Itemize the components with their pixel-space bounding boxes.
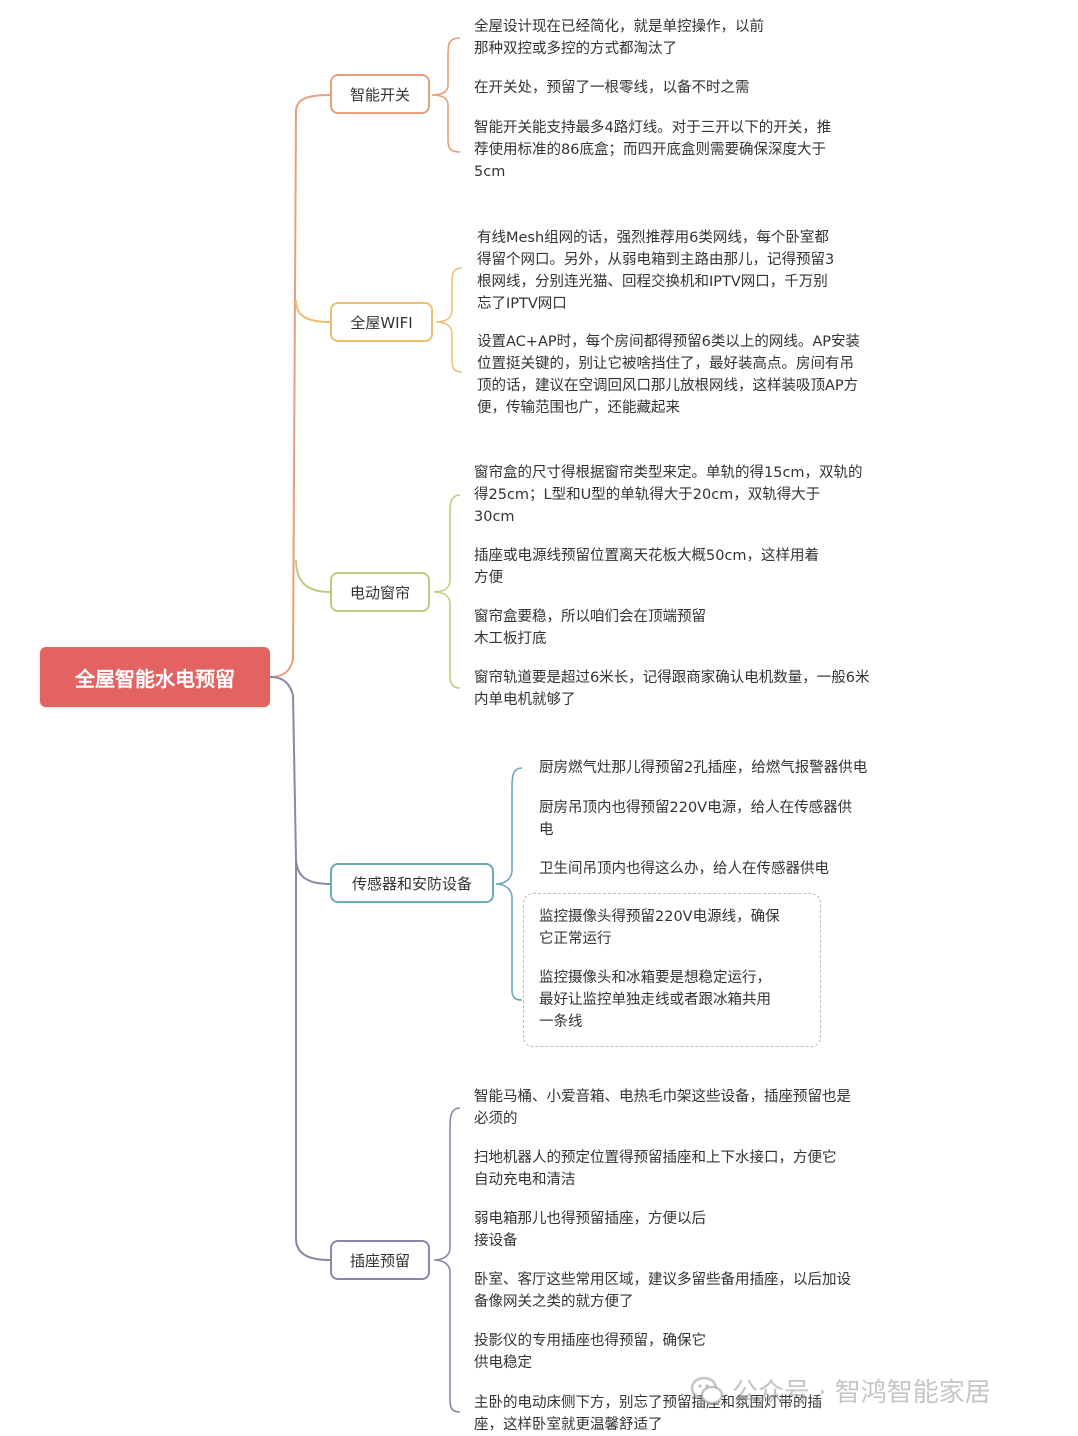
connector-wifi bbox=[295, 299, 331, 323]
bracket-socket bbox=[433, 1107, 461, 1413]
connector-socket bbox=[295, 860, 331, 1261]
leaf-socket-1: 智能马桶、小爱音箱、电热毛巾架这些设备，插座预留也是 必须的 bbox=[474, 1089, 851, 1127]
leaf-curtain-2: 插座或电源线预留位置离天花板大概50cm，这样用着 方便 bbox=[474, 548, 820, 586]
branch-whole-house-wifi[interactable]: 全屋WIFI bbox=[330, 302, 433, 342]
leaf-curtain-4: 窗帘轨道要是超过6米长，记得跟商家确认电机数量，一般6米 内单电机就够了 bbox=[474, 670, 870, 708]
wechat-icon bbox=[690, 1376, 724, 1404]
connector-curtain bbox=[295, 559, 331, 593]
leaf-curtain-3: 窗帘盒要稳，所以咱们会在顶端预留 木工板打底 bbox=[474, 609, 706, 647]
branch-electric-curtain[interactable]: 电动窗帘 bbox=[330, 572, 430, 612]
leaf-socket-2: 扫地机器人的预定位置得预留插座和上下水接口，方便它 自动充电和清洁 bbox=[474, 1150, 837, 1188]
root-node[interactable]: 全屋智能水电预留 bbox=[40, 647, 270, 707]
leaf-sensor-2: 厨房吊顶内也得预留220V电源，给人在传感器供 电 bbox=[539, 800, 853, 838]
connector-sensor bbox=[269, 676, 331, 885]
leaf-switch-1: 全屋设计现在已经简化，就是单控操作，以前 那种双控或多控的方式都淘汰了 bbox=[474, 19, 764, 57]
watermark-text: 公众号 · 智鸿智能家居 bbox=[732, 1378, 991, 1408]
leaf-socket-6: 主卧的电动床侧下方，别忘了预留插座和氛围灯带的插 座，这样卧室就更温馨舒适了 bbox=[474, 1395, 822, 1433]
leaf-sensor-4: 监控摄像头得预留220V电源线，确保 它正常运行 bbox=[539, 909, 780, 947]
bracket-smart-switch bbox=[431, 37, 461, 153]
leaf-socket-4: 卧室、客厅这些常用区域，建议多留些备用插座，以后加设 备像网关之类的就方便了 bbox=[474, 1272, 851, 1310]
leaf-curtain-1: 窗帘盒的尺寸得根据窗帘类型来定。单轨的得15cm，双轨的 得25cm；L型和U型… bbox=[474, 465, 863, 525]
leaf-socket-5: 投影仪的专用插座也得预留，确保它 供电稳定 bbox=[474, 1333, 706, 1371]
leaf-switch-2: 在开关处，预留了一根零线，以备不时之需 bbox=[474, 80, 750, 96]
branch-socket-reservation[interactable]: 插座预留 bbox=[330, 1240, 430, 1280]
leaf-sensor-1: 厨房燃气灶那儿得预留2孔插座，给燃气报警器供电 bbox=[539, 760, 868, 776]
leaf-socket-3: 弱电箱那儿也得预留插座，方便以后 接设备 bbox=[474, 1211, 706, 1249]
bracket-wifi bbox=[435, 267, 463, 373]
branch-sensors-security[interactable]: 传感器和安防设备 bbox=[330, 863, 494, 903]
bracket-curtain bbox=[433, 494, 461, 689]
watermark: 公众号 · 智鸿智能家居 bbox=[690, 1372, 991, 1409]
leaf-switch-3: 智能开关能支持最多4路灯线。对于三开以下的开关，推 荐使用标准的86底盒；而四开… bbox=[474, 120, 832, 180]
bracket-sensor bbox=[495, 767, 523, 1001]
camera-group-box bbox=[523, 893, 821, 1047]
connector-smart-switch bbox=[269, 94, 331, 678]
leaf-wifi-1: 有线Mesh组网的话，强烈推荐用6类网线，每个卧室都 得留个网口。另外，从弱电箱… bbox=[477, 230, 835, 312]
leaf-sensor-3: 卫生间吊顶内也得这么办，给人在传感器供电 bbox=[539, 861, 829, 877]
leaf-wifi-2: 设置AC+AP时，每个房间都得预留6类以上的网线。AP安装 位置挺关键的，别让它… bbox=[477, 334, 860, 416]
leaf-sensor-5: 监控摄像头和冰箱要是想稳定运行， 最好让监控单独走线或者跟冰箱共用 一条线 bbox=[539, 970, 771, 1030]
branch-smart-switch[interactable]: 智能开关 bbox=[330, 74, 430, 114]
